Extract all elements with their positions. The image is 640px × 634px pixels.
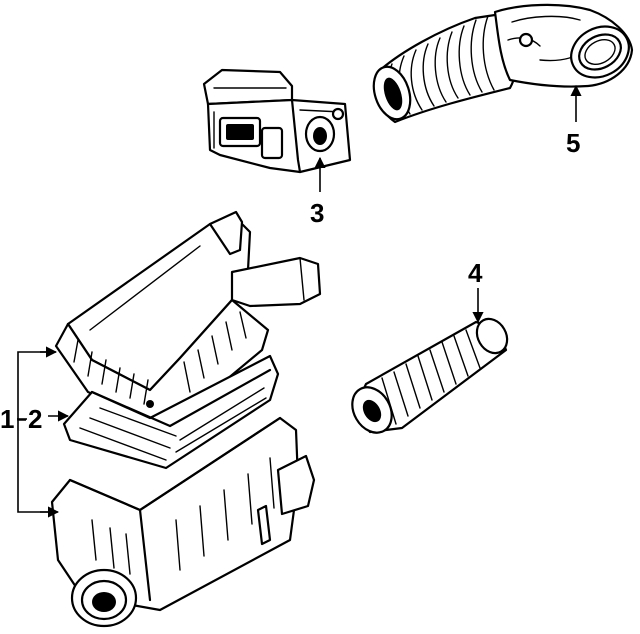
callout-5: 5	[566, 128, 580, 158]
breather-hose-part[interactable]	[344, 313, 513, 439]
callout-4: 4	[468, 258, 483, 288]
callout-3: 3	[310, 198, 324, 228]
air-cleaner-lower-housing[interactable]	[50, 416, 316, 628]
air-filter-element-part[interactable]	[62, 354, 280, 470]
intake-duct-part[interactable]	[367, 3, 637, 124]
air-cleaner-upper-housing[interactable]	[54, 210, 322, 420]
callout-2: 2	[28, 404, 42, 434]
callout-1: 1	[0, 404, 14, 434]
mass-airflow-sensor-part[interactable]	[202, 68, 352, 174]
callout-leaders	[17, 84, 582, 518]
